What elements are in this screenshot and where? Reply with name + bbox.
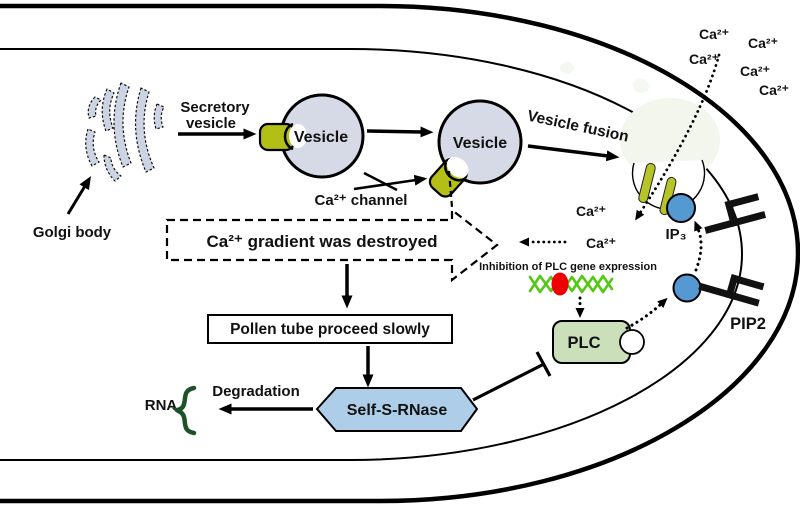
dna-repressor-dot [551,272,569,296]
rna-label: RNA [145,397,178,414]
ca-ion-outside: Ca²⁺ [748,35,778,51]
ca-gradient-dashed-arrow-box [165,207,499,283]
fusion-channel-bar [638,162,656,204]
pip2-lipid-glyph-lower [698,274,765,307]
ca-influx-dotted-arrow [635,53,721,221]
faint-secretion-spot [633,79,649,93]
ca-ion-outside: Ca²⁺ [740,63,770,79]
ca-channel-pointer-arrow [353,174,428,191]
ca-channel-leader-line [363,171,398,192]
degradation-label: Degradation [212,383,300,400]
ca-ion-outside: Ca²⁺ [759,82,789,98]
ca-ion-outside: Ca²⁺ [699,26,729,42]
outer-cell-wall [0,3,800,504]
vesicle1-channel-pore [289,124,307,148]
ca-ion-inside: Ca²⁺ [576,203,606,219]
vesicle-transport-arrow [366,126,434,138]
channel-to-gradient-dashed-leader [447,170,454,208]
pollen-tube-box [207,314,453,344]
ca-gradient-label: Ca²⁺ gradient was destroyed [207,232,438,251]
inhibition-gene-expression-label: Inhibition of PLC gene expression [479,261,657,273]
vesicle-fusion-arrow [527,144,620,162]
golgi-body-icon [85,82,165,182]
vesicle2-label: Vesicle [453,135,507,152]
golgi-body-label: Golgi body [33,224,112,241]
ca-ion-inside: Ca²⁺ [586,235,616,251]
pip2-label: PIP2 [730,315,766,333]
plc-label: PLC [568,334,601,352]
vesicle2-ca-channel [428,156,469,198]
pip2-lipid-glyph-upper [704,193,767,234]
rna-fragment-brace [171,385,197,436]
vesicle1-pore-edge [283,122,294,151]
pollen-tube-label: Pollen tube proceed slowly [230,321,430,338]
self-s-rnase-label: Self-S-RNase [347,402,448,419]
vesicle-fusion-label: Vesicle fusion [526,108,631,146]
ca-channel-label: Ca²⁺ channel [315,192,408,209]
secretory-vesicle-label-line1: Secretory [180,99,250,116]
vesicle2-channel-pore [446,156,469,178]
plc-active-site-notch [619,329,645,355]
secretory-vesicle-label-line2: vesicle [186,115,236,132]
dna-helix-icon [528,274,614,294]
golgi-pointer-arrow [66,176,91,215]
pip2-head-circle [672,273,702,303]
self-s-rnase-hexagon [315,387,479,432]
ip3-circle [666,193,696,223]
ip3-label: IP₃ [665,226,686,243]
pip2-to-ip3-dotted-arrow [694,220,703,272]
plc-to-pip2-dotted-arrow [625,297,668,330]
ca-ion-outside: Ca²⁺ [689,51,719,67]
faint-secretion-spot [560,62,574,74]
inner-plasma-membrane [0,48,744,461]
rnase-inhibits-plc-tbar [535,351,552,377]
rnase-inhibits-plc-line [472,362,545,402]
vesicle1-label: Vesicle [294,129,348,146]
